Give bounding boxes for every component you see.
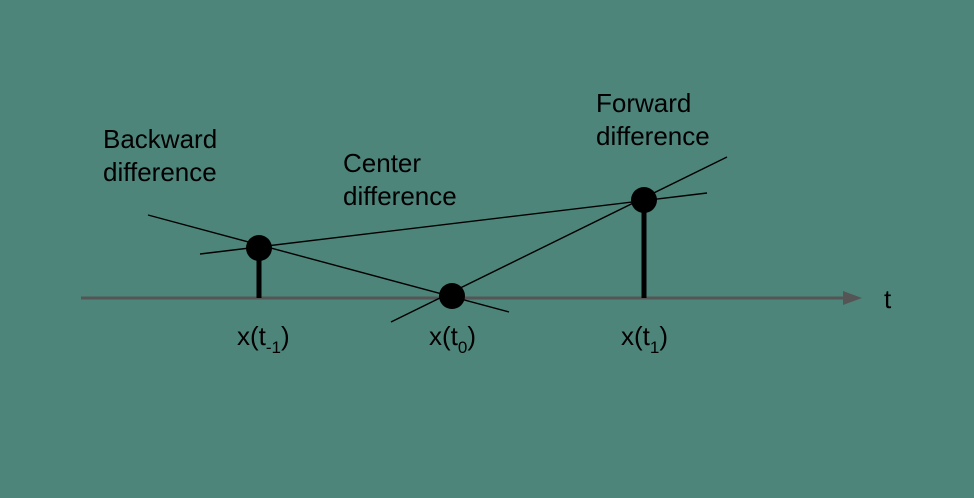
sample-label-t0: x(t0) — [429, 321, 477, 356]
center-difference-label: Center difference — [343, 147, 457, 213]
center-difference-line — [199, 192, 708, 255]
sample-point-t-minus-1 — [246, 235, 272, 261]
center-label-line-1: Center — [343, 148, 422, 178]
sample-label-prefix: x(t — [237, 321, 266, 351]
sample-point-t0 — [439, 283, 465, 309]
sample-label-t-minus-1: x(t-1) — [237, 321, 290, 356]
sample-label-prefix: x(t — [429, 321, 458, 351]
sample-label-t1: x(t1) — [621, 321, 669, 356]
backward-label-line-1: Backward — [103, 124, 218, 154]
time-axis-arrowhead — [843, 291, 862, 305]
sample-label-prefix: x(t — [621, 321, 650, 351]
center-label-line-2: difference — [343, 181, 457, 211]
forward-difference-label: Forward difference — [596, 87, 710, 153]
axis-label-t: t — [884, 284, 892, 314]
sample-label-subscript: 0 — [457, 338, 468, 357]
backward-difference-label: Backward difference — [103, 123, 217, 189]
sample-label-subscript: 1 — [649, 338, 660, 357]
sample-label-suffix: ) — [467, 321, 477, 351]
sample-label-suffix: ) — [659, 321, 669, 351]
sample-point-t1 — [631, 187, 657, 213]
backward-label-line-2: difference — [103, 157, 217, 187]
sample-label-suffix: ) — [281, 321, 290, 351]
forward-label-line-2: difference — [596, 121, 710, 151]
sample-label-subscript: -1 — [265, 338, 282, 357]
forward-label-line-1: Forward — [596, 88, 692, 118]
